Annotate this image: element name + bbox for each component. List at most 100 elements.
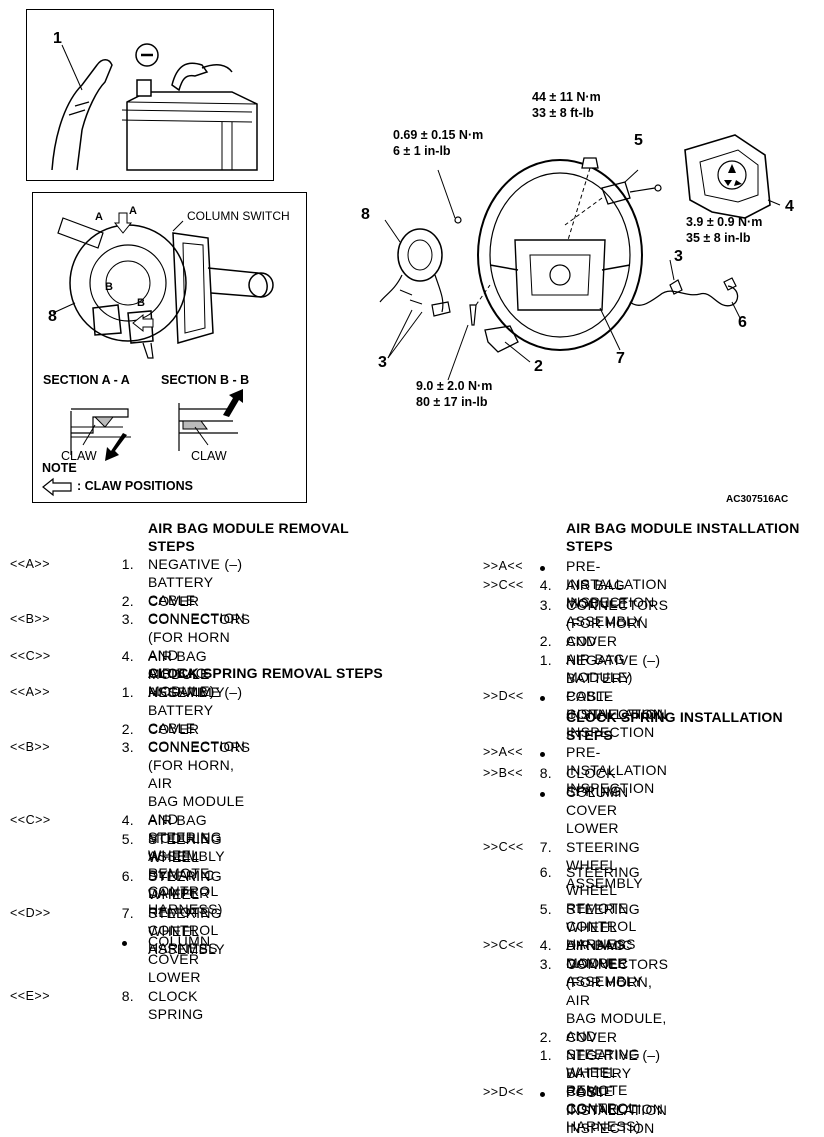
airbag-removal-title: AIR BAG MODULE REMOVAL STEPS xyxy=(148,520,349,554)
airbag-installation-title: AIR BAG MODULE INSTALLATION STEPS xyxy=(566,520,800,554)
step-text: STEERING WHEEL DYNAMIC DAMPER xyxy=(566,901,640,971)
step-text: COVER xyxy=(148,721,200,737)
step-number: 1. xyxy=(121,684,134,700)
step-reference: >>C<< xyxy=(483,938,524,952)
callout-1: 1 xyxy=(53,30,62,47)
step-text: STEERING WHEEL REMOTE CONTROL HARNESS xyxy=(566,864,640,952)
column-switch-panel: A A B B COLUMN SWITCH 8 SECTION A - A SE… xyxy=(32,192,307,503)
battery-illustration: 1 xyxy=(26,9,274,181)
callout-3-right: 3 xyxy=(674,248,683,265)
torque-wheel-bolt: 9.0 ± 2.0 N·m 80 ± 17 in-lb xyxy=(416,379,493,409)
callout-8: 8 xyxy=(361,206,370,223)
clock-spring-removal-title: CLOCK SPRING REMOVAL STEPS xyxy=(148,665,383,681)
step-reference: <<C>> xyxy=(10,813,51,827)
step-text: STEERING WHEEL REMOTE CONTROL HARNESS xyxy=(148,868,222,956)
step-number: 8. xyxy=(539,765,552,781)
step-reference: <<A>> xyxy=(10,557,51,571)
step-text: PRE-INSTALLATION INSPECTION xyxy=(566,558,668,610)
step-number: 1. xyxy=(121,556,134,572)
step-reference: >>D<< xyxy=(483,689,524,703)
step-bullet xyxy=(122,941,127,946)
step-reference: >>A<< xyxy=(483,745,524,759)
step-bullet xyxy=(540,696,545,701)
step-number: 3. xyxy=(539,956,552,972)
step-text: AIR BAG MODULE ASSEMBLY xyxy=(148,648,225,700)
step-reference: >>B<< xyxy=(483,766,524,780)
step-text: POST-INSTALLATION INSPECTION xyxy=(566,1084,668,1136)
step-bullet xyxy=(540,752,545,757)
step-number: 1. xyxy=(539,1047,552,1063)
callout-3-left: 3 xyxy=(378,354,387,371)
callout-2: 2 xyxy=(534,358,543,375)
step-number: 5. xyxy=(121,831,134,847)
step-text: COVER xyxy=(566,633,618,649)
step-text: STEERING WHEEL ASSEMBLY xyxy=(566,839,643,891)
step-number: 6. xyxy=(121,868,134,884)
step-number: 4. xyxy=(121,812,134,828)
label-a-2: A xyxy=(129,205,137,217)
step-text: CLOCK SPRING xyxy=(148,988,204,1022)
step-number: 2. xyxy=(121,721,134,737)
step-text: CLOCK SPRING xyxy=(566,765,622,799)
step-bullet xyxy=(540,566,545,571)
step-number: 5. xyxy=(539,901,552,917)
step-number: 6. xyxy=(539,864,552,880)
note-label: NOTE xyxy=(42,461,77,475)
step-number: 1. xyxy=(539,652,552,668)
callout-8-switch: 8 xyxy=(48,308,57,325)
step-reference: <<A>> xyxy=(10,685,51,699)
step-number: 3. xyxy=(121,739,134,755)
note-text: : CLAW POSITIONS xyxy=(77,479,193,493)
step-number: 8. xyxy=(121,988,134,1004)
torque-clock-spring-screw: 0.69 ± 0.15 N·m 6 ± 1 in-lb xyxy=(393,128,484,158)
step-text: POST-INSTALLATION INSPECTION xyxy=(566,688,668,740)
step-reference: <<E>> xyxy=(10,989,51,1003)
step-text: COLUMN COVER LOWER xyxy=(148,933,211,985)
step-text: CONNECTORS (FOR HORN AND AIR BAG MODULE) xyxy=(148,611,251,699)
step-text: PRE-INSTALLATION INSPECTION xyxy=(566,744,668,796)
step-text: STEERING WHEEL DYNAMIC DAMPER xyxy=(148,831,222,901)
step-number: 2. xyxy=(539,1029,552,1045)
step-number: 4. xyxy=(121,648,134,664)
step-number: 4. xyxy=(539,577,552,593)
clock-spring-installation-title: CLOCK SPRING INSTALLATION STEPS xyxy=(566,709,783,743)
claw-label-b: CLAW xyxy=(191,449,227,463)
label-b-2: B xyxy=(137,297,145,309)
column-switch-drawing xyxy=(42,212,274,497)
step-number: 3. xyxy=(539,597,552,613)
torque-nut: 44 ± 11 N·m 33 ± 8 ft-lb xyxy=(532,90,601,120)
step-text: STEERING WHEEL ASSEMBLY xyxy=(148,905,225,957)
steering-wheel-exploded-drawing xyxy=(379,134,781,381)
step-reference: >>A<< xyxy=(483,559,524,573)
section-a-label: SECTION A - A xyxy=(43,373,130,387)
step-text: AIR BAG MODULE ASSEMBLY xyxy=(566,577,643,629)
step-number: 4. xyxy=(539,937,552,953)
step-text: NEGATIVE (–) BATTERY CABLE CONNECTION xyxy=(148,684,246,754)
claw-label-a: CLAW xyxy=(61,449,97,463)
step-reference: <<B>> xyxy=(10,612,51,626)
step-text: NEGATIVE (–) BATTERY CABLE CONNECTION xyxy=(148,556,246,626)
step-number: 2. xyxy=(539,633,552,649)
step-number: 3. xyxy=(121,611,134,627)
step-text: NEGATIVE (–) BATTERY CABLE CONNECTION xyxy=(566,652,664,722)
section-b-label: SECTION B - B xyxy=(161,373,250,387)
figure-code: AC307516AC xyxy=(726,494,789,505)
step-reference: <<B>> xyxy=(10,740,51,754)
step-number: 2. xyxy=(121,593,134,609)
step-bullet xyxy=(540,792,545,797)
step-text: AIR BAG MODULE ASSEMBLY xyxy=(566,937,643,989)
callout-6: 6 xyxy=(738,314,747,331)
step-text: CONNECTORS (FOR HORN, AIR BAG MODULE AND… xyxy=(148,739,251,917)
step-reference: >>D<< xyxy=(483,1085,524,1099)
step-reference: >>C<< xyxy=(483,840,524,854)
column-switch-label: COLUMN SWITCH xyxy=(187,209,290,223)
step-bullet xyxy=(540,1092,545,1097)
step-reference: >>C<< xyxy=(483,578,524,592)
step-reference: <<D>> xyxy=(10,906,51,920)
step-number: 7. xyxy=(121,905,134,921)
step-reference: <<C>> xyxy=(10,649,51,663)
callout-5: 5 xyxy=(634,132,643,149)
callout-4: 4 xyxy=(785,198,794,215)
torque-damper-bolt: 3.9 ± 0.9 N·m 35 ± 8 in-lb xyxy=(686,215,763,245)
battery-cable-drawing xyxy=(51,43,258,171)
